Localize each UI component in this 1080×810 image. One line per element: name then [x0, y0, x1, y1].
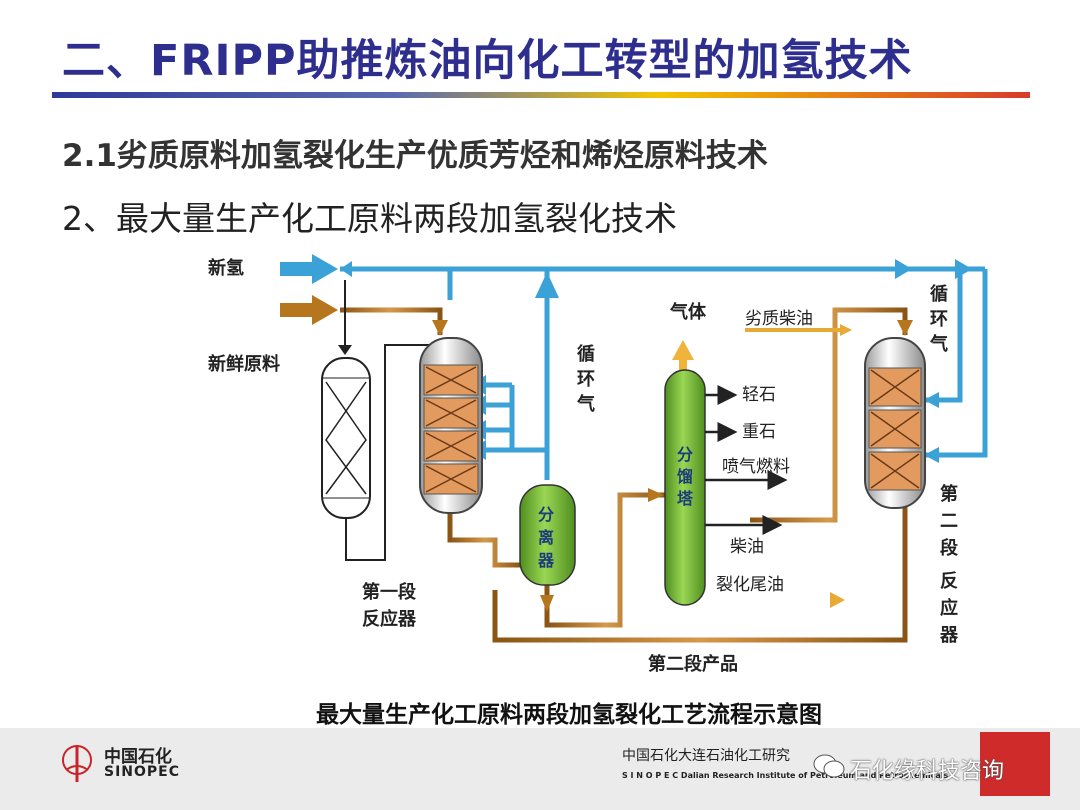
label-recycle-gas-2a: 循	[930, 283, 948, 305]
second-stage-reactor	[864, 337, 926, 509]
label-heavy-naphtha: 重石	[742, 422, 776, 442]
process-lines	[340, 307, 908, 643]
label-fresh-feed: 新鲜原料	[208, 353, 280, 375]
label-recycle-gas-1a: 循	[577, 343, 595, 365]
process-flow-diagram: 新氢 新鲜原料 循 环 气 循 环 气 气体 第一段 反应器 第 二 段 反 应…	[208, 254, 988, 675]
hydrogen-lines	[340, 266, 988, 480]
gas-arrow-stem	[679, 358, 687, 372]
label-poor-diesel: 劣质柴油	[745, 309, 813, 329]
gas-arrowhead	[672, 340, 694, 360]
footer-accent	[980, 732, 1050, 796]
label-recycle-gas-2b: 环	[930, 309, 948, 330]
label-second-reactor-5: 应	[940, 597, 958, 619]
logo-cn-text: 中国石化	[104, 747, 172, 767]
label-fractionator-3: 塔	[677, 489, 694, 508]
tail-oil-arrowhead	[830, 592, 845, 608]
process-arrowheads	[432, 320, 913, 612]
logo-en-text: SINOPEC	[104, 764, 181, 780]
institute-en: S I N O P E C Dalian Research Institute …	[622, 771, 949, 780]
label-gas: 气体	[669, 301, 707, 323]
side-draw-lines	[705, 385, 788, 535]
watermark-text: 石化缘科技咨询	[850, 759, 1005, 784]
wechat-icon	[813, 754, 845, 778]
label-second-product: 第二段产品	[648, 653, 738, 675]
section-heading: 2、最大量生产化工原料两段加氢裂化技术	[62, 199, 677, 238]
label-second-reactor-3: 段	[940, 537, 959, 559]
new-hydrogen-arrow	[280, 254, 338, 284]
label-new-hydrogen: 新氢	[208, 257, 244, 279]
label-jet-fuel: 喷气燃料	[722, 457, 790, 477]
institute-cn: 中国石化大连石油化工研究	[622, 748, 790, 764]
footer-bar	[0, 728, 1080, 810]
label-first-reactor-2: 反应器	[362, 608, 417, 630]
label-recycle-gas-1c: 气	[576, 393, 595, 415]
slide-title: 二、FRIPP助推炼油向化工转型的加氢技术	[62, 36, 913, 86]
poor-diesel-arrowhead	[840, 324, 852, 336]
label-second-reactor-6: 器	[939, 625, 959, 646]
title-underline	[52, 92, 1030, 98]
label-separator-3: 器	[537, 551, 555, 570]
label-separator-1: 分	[538, 505, 554, 524]
label-second-reactor-1: 第	[940, 483, 958, 505]
section-subtitle: 2.1劣质原料加氢裂化生产优质芳烃和烯烃原料技术	[62, 138, 768, 174]
label-second-reactor-2: 二	[940, 511, 958, 532]
label-diesel: 柴油	[730, 537, 764, 557]
label-recycle-gas-1b: 环	[577, 369, 595, 390]
label-second-reactor-4: 反	[940, 571, 958, 592]
separator-vessel	[519, 484, 576, 586]
fresh-feed-arrow	[280, 295, 338, 325]
guard-reactor	[321, 280, 440, 561]
diagram-caption: 最大量生产化工原料两段加氢裂化工艺流程示意图	[316, 701, 822, 728]
label-recycle-gas-2c: 气	[929, 333, 948, 355]
first-stage-reactor	[419, 337, 483, 514]
label-separator-2: 离	[538, 528, 554, 547]
label-fractionator-1: 分	[677, 445, 693, 464]
fractionator-tower	[664, 369, 706, 606]
label-first-reactor-1: 第一段	[362, 581, 417, 603]
label-light-naphtha: 轻石	[742, 385, 776, 405]
label-tail-oil: 裂化尾油	[716, 575, 784, 595]
label-fractionator-2: 馏	[677, 467, 693, 486]
sinopec-logo-icon	[62, 745, 92, 782]
